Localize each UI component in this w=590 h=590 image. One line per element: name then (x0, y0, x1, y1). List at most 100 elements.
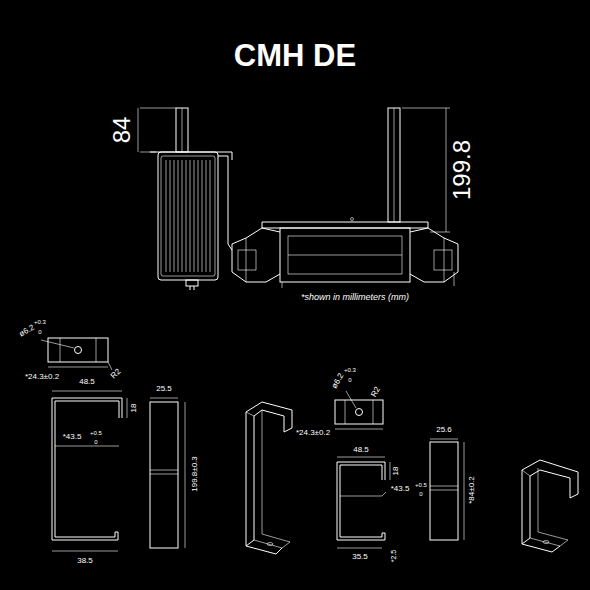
drawing-stroke (150, 398, 178, 399)
dimension-label: 48.5 (78, 378, 96, 386)
drawing-stroke (161, 156, 215, 276)
dimension-label: +0.3 (343, 367, 357, 373)
drawing-stroke (198, 160, 199, 272)
drawing-stroke (186, 160, 187, 272)
dimension-label: R2 (109, 367, 123, 381)
drawing-stroke (522, 460, 578, 544)
drawing-stroke (170, 160, 171, 272)
drawing-stroke (238, 250, 256, 270)
dimension-label: 0 (418, 491, 423, 497)
dimension-label: +0.3 (33, 319, 47, 325)
drawing-stroke (340, 496, 382, 497)
drawing-stroke (48, 367, 108, 368)
dimension-label: 25.5 (155, 385, 173, 393)
dimension-label: 0 (347, 377, 352, 383)
drawing-stroke (108, 362, 112, 370)
dimension-label: 35.5 (351, 553, 369, 561)
drawing-stroke (373, 400, 374, 424)
drawing-stroke (52, 398, 122, 540)
dimension-label: 25.6 (435, 426, 453, 434)
drawing-stroke (246, 412, 254, 416)
drawing-stroke (410, 228, 458, 282)
drawing-stroke (246, 546, 282, 554)
dimension-label: 0 (93, 439, 98, 445)
drawing-stroke (52, 532, 118, 540)
drawing-stroke (522, 470, 530, 476)
drawing-stroke (60, 338, 61, 362)
drawing-stroke (150, 402, 178, 548)
drawing-stroke (52, 391, 122, 392)
drawing-stroke (337, 457, 385, 458)
dimension-label: *84±0.2 (468, 475, 476, 505)
drawing-stroke (434, 250, 452, 270)
dimension-label: ø6.2 (17, 323, 37, 339)
drawing-stroke (351, 218, 354, 221)
drawing-stroke (55, 446, 119, 447)
dimension-label: 199.8±0.3 (191, 455, 199, 493)
drawing-stroke (190, 160, 191, 272)
drawing-stroke (138, 108, 139, 152)
drawing-stroke (194, 286, 195, 290)
drawing-stroke (288, 255, 402, 256)
drawing-stroke (182, 108, 183, 152)
drawing-stroke (48, 338, 108, 362)
drawing-stroke (206, 160, 207, 272)
drawing-stroke (444, 238, 445, 282)
dimension-label: 18 (130, 403, 138, 414)
drawing-stroke (346, 391, 356, 408)
dimension-label: 18 (392, 466, 400, 477)
drawing-stroke (55, 401, 119, 537)
drawing-stroke (166, 160, 167, 272)
drawing-stroke (178, 160, 179, 272)
drawing-stroke (150, 474, 178, 475)
drawing-stroke (166, 160, 210, 272)
drawing-stroke (127, 398, 128, 418)
drawing-stroke (246, 238, 247, 282)
drawing-stroke (530, 468, 568, 546)
drawing-stroke (335, 400, 383, 424)
drawing-stroke (345, 400, 346, 424)
drawing-stroke (430, 490, 458, 491)
drawing-stroke (96, 338, 97, 362)
drawing-stroke (174, 160, 175, 272)
dimension-label: *24.3±0.2 (295, 429, 331, 437)
dimension-label: +0.5 (414, 482, 428, 488)
drawing-stroke (402, 108, 450, 109)
drawing-stroke (202, 160, 203, 272)
drawing-stroke (464, 442, 465, 540)
drawing-stroke (430, 232, 450, 233)
dimension-label: 0 (37, 329, 42, 335)
drawing-stroke (190, 286, 191, 290)
drawing-stroke (337, 533, 385, 540)
drawing-stroke (288, 236, 402, 274)
dimension-value: 84 (110, 116, 134, 145)
drawing-stroke (52, 551, 118, 552)
drawing-stroke (340, 465, 382, 537)
dimension-label: 38.5 (76, 557, 94, 565)
drawing-stroke (140, 152, 156, 153)
drawing-stroke (382, 492, 386, 496)
drawing-stroke (337, 548, 382, 549)
drawing-stroke (176, 108, 188, 152)
drawing-stroke (41, 340, 74, 348)
drawing-stroke (194, 160, 195, 272)
dimension-label: *2.5 (390, 549, 397, 563)
drawing-stroke (394, 108, 395, 222)
drawing-stroke (158, 152, 218, 280)
drawing-stroke (522, 544, 560, 552)
drawing-stroke (262, 222, 428, 228)
drawing-stroke (430, 486, 458, 487)
dimension-label: *43.5 (62, 433, 83, 441)
drawing-stroke (337, 462, 385, 540)
dimension-label: 48.5 (352, 446, 370, 454)
drawing-stroke (75, 347, 82, 354)
drawing-stroke (140, 108, 176, 109)
drawing-stroke (254, 410, 290, 548)
drawing-stroke (390, 462, 391, 480)
dimension-value: 199.8 (450, 139, 474, 201)
drawing-stroke (186, 280, 198, 286)
drawing-stroke (282, 282, 283, 288)
drawing-stroke (267, 543, 273, 546)
